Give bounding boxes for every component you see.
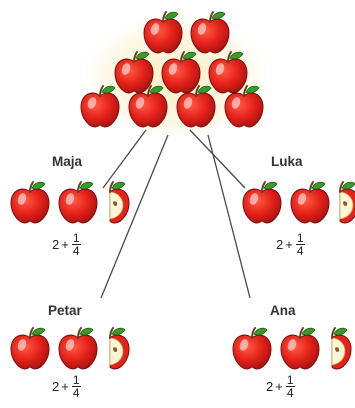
fraction-numerator: 1 <box>286 373 294 387</box>
fraction-numerator: 1 <box>72 231 80 245</box>
fraction: 1 4 <box>295 232 306 257</box>
fraction-denominator: 4 <box>72 386 80 400</box>
plus-sign: + <box>61 379 69 394</box>
connector-lines <box>100 129 251 299</box>
share-expression-petar: 2 + 1 4 <box>52 374 82 399</box>
apple-icon <box>58 181 98 224</box>
apple-icon <box>280 327 320 370</box>
plus-sign: + <box>61 237 69 252</box>
plus-sign: + <box>275 379 283 394</box>
apple-quarter-icon <box>109 181 130 224</box>
share-luka <box>242 181 355 224</box>
fraction-numerator: 1 <box>72 373 80 387</box>
share-maja <box>10 181 130 224</box>
line-to-luka <box>189 129 246 189</box>
person-name-petar: Petar <box>48 303 82 318</box>
line-to-ana <box>207 134 251 299</box>
plus-sign: + <box>285 237 293 252</box>
apple-icon <box>290 181 330 224</box>
apple-icon <box>10 181 50 224</box>
fraction-bar <box>285 386 295 387</box>
share-expression-ana: 2 + 1 4 <box>266 374 296 399</box>
share-ana <box>232 327 352 370</box>
fraction-bar <box>71 244 81 245</box>
line-to-petar <box>100 134 169 299</box>
apple-icon <box>58 327 98 370</box>
apple-quarter-icon <box>339 181 355 224</box>
person-name-maja: Maja <box>52 154 83 169</box>
fraction: 1 4 <box>285 374 296 399</box>
whole-number: 2 <box>52 379 60 394</box>
fraction-bar <box>71 386 81 387</box>
fraction-denominator: 4 <box>286 386 294 400</box>
line-to-maja <box>102 129 147 189</box>
apple-quarter-icon <box>331 327 352 370</box>
person-name-ana: Ana <box>270 303 296 318</box>
fraction: 1 4 <box>71 232 82 257</box>
whole-number: 2 <box>266 379 274 394</box>
apple-icon <box>232 327 272 370</box>
whole-number: 2 <box>52 237 60 252</box>
apple-quarter-icon <box>109 327 130 370</box>
fraction: 1 4 <box>71 374 82 399</box>
fraction-bar <box>295 244 305 245</box>
share-expression-luka: 2 + 1 4 <box>276 232 306 257</box>
share-expression-maja: 2 + 1 4 <box>52 232 82 257</box>
share-petar <box>10 327 130 370</box>
fraction-denominator: 4 <box>296 244 304 258</box>
person-name-luka: Luka <box>271 154 303 169</box>
apple-icon <box>242 181 282 224</box>
apple-icon <box>10 327 50 370</box>
fraction-denominator: 4 <box>72 244 80 258</box>
whole-number: 2 <box>276 237 284 252</box>
fraction-numerator: 1 <box>296 231 304 245</box>
